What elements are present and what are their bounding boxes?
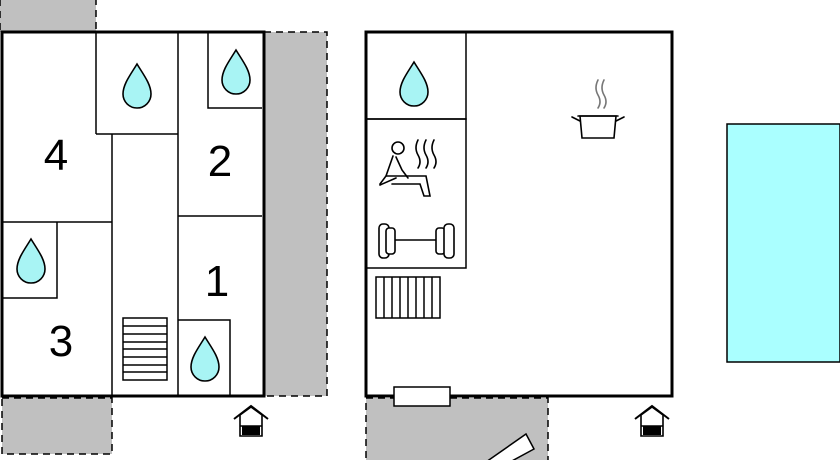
entrance-icon — [634, 405, 670, 437]
dumbbell-icon — [378, 223, 455, 259]
terrace-bottom-left — [1, 397, 113, 455]
entrance-step — [393, 386, 451, 407]
room-number-4: 4 — [44, 131, 68, 180]
terrace-lounger — [487, 432, 536, 460]
room-number-1: 1 — [205, 257, 229, 306]
building-right — [364, 30, 674, 407]
swimming-pool — [726, 123, 840, 363]
stairs-icon — [122, 317, 168, 381]
terrace-right — [263, 31, 328, 397]
building-left: 4 2 1 3 — [0, 30, 266, 398]
room-number-3: 3 — [49, 317, 73, 366]
room-number-2: 2 — [208, 137, 232, 186]
entrance-icon — [233, 405, 269, 437]
cooking-pot-icon — [571, 79, 625, 139]
radiator-icon — [375, 276, 441, 319]
terrace-top-left — [0, 0, 97, 33]
terraces — [0, 0, 549, 460]
sauna-icon — [379, 139, 437, 197]
